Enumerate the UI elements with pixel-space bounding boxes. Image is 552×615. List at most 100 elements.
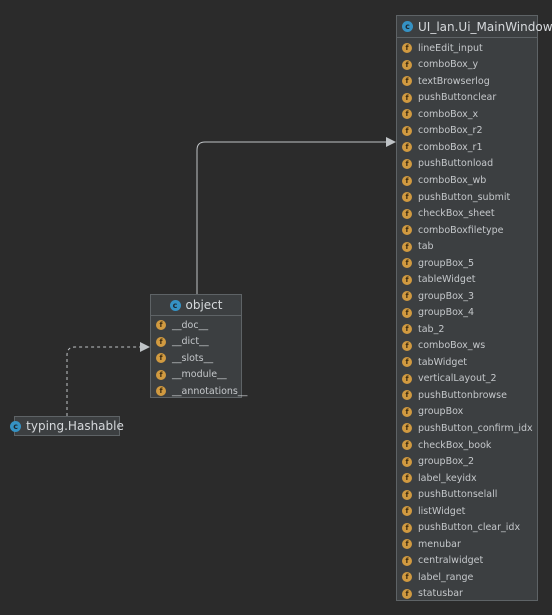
field-icon: f: [402, 373, 412, 384]
field-item[interactable]: f comboBox_r1: [397, 139, 537, 156]
field-item[interactable]: f tab_2: [397, 321, 537, 338]
field-icon: f: [402, 324, 412, 335]
field-label: __dict__: [172, 336, 209, 348]
field-label: __slots__: [172, 352, 214, 364]
field-label: comboBox_r2: [418, 125, 483, 137]
field-label: comboBox_r1: [418, 141, 483, 153]
field-icon: f: [156, 320, 166, 331]
field-item[interactable]: f __dict__: [151, 334, 241, 351]
field-icon: f: [402, 307, 412, 318]
field-item[interactable]: f lineEdit_input: [397, 40, 537, 57]
object-class-node[interactable]: c object f__doc__f__dict__f__slots__f__m…: [150, 294, 247, 400]
field-item[interactable]: f statusbar: [397, 586, 537, 603]
field-label: label_keyidx: [418, 472, 477, 484]
field-icon: f: [402, 192, 412, 203]
field-icon: f: [402, 539, 412, 550]
field-icon: f: [402, 142, 412, 153]
field-label: pushButtonselall: [418, 489, 498, 501]
field-icon: f: [402, 390, 412, 401]
field-label: checkBox_sheet: [418, 208, 495, 220]
field-item[interactable]: f__slots__: [151, 350, 241, 367]
field-label: pushButton_confirm_idx: [418, 422, 533, 434]
field-icon: f: [402, 258, 412, 269]
field-icon: f: [156, 336, 166, 347]
field-item[interactable]: f tabWidget: [397, 354, 537, 371]
field-label: __module__: [172, 369, 227, 381]
hashable-class-title: typing.Hashable: [26, 419, 124, 433]
field-label: tab: [418, 241, 434, 253]
field-item[interactable]: f __doc__: [151, 317, 241, 334]
hashable-class-node[interactable]: c typing.Hashable: [10, 416, 124, 436]
field-icon: f: [402, 522, 412, 533]
main-window-class-title: UI_lan.Ui_MainWindow: [418, 19, 552, 34]
field-label: __annotations__: [172, 385, 248, 397]
object-class-header: c object: [151, 295, 241, 316]
field-item[interactable]: f pushButton_clear_idx: [397, 519, 537, 536]
field-item[interactable]: f groupBox_3: [397, 288, 537, 305]
field-label: pushButtonload: [418, 158, 494, 170]
field-icon: f: [402, 225, 412, 236]
field-icon: f: [402, 440, 412, 451]
field-label: pushButtonclear: [418, 92, 497, 104]
field-label: lineEdit_input: [418, 42, 483, 54]
field-icon: f: [156, 386, 166, 397]
field-label: tabWidget: [418, 356, 468, 368]
field-label: statusbar: [418, 588, 463, 600]
field-icon: f: [402, 208, 412, 219]
field-label: menubar: [418, 538, 461, 550]
field-icon: f: [402, 506, 412, 517]
field-item[interactable]: f centralwidget: [397, 552, 537, 569]
class-icon: c: [402, 21, 413, 32]
field-item[interactable]: f menubar: [397, 536, 537, 553]
field-label: pushButton_clear_idx: [418, 522, 521, 534]
field-label: pushButton_submit: [418, 191, 511, 203]
field-label: tab_2: [418, 323, 445, 335]
field-item[interactable]: f label_keyidx: [397, 470, 537, 487]
field-item[interactable]: f pushButtonload: [397, 156, 537, 173]
field-label: groupBox_3: [418, 290, 475, 302]
field-icon: f: [402, 572, 412, 583]
field-icon: f: [402, 357, 412, 368]
hashable-class-header: c typing.Hashable: [10, 417, 124, 435]
field-icon: f: [402, 43, 412, 54]
field-icon: f: [402, 158, 412, 169]
field-item[interactable]: f __annotations__: [151, 383, 247, 400]
field-label: __doc__: [172, 319, 209, 331]
field-icon: f: [402, 473, 412, 484]
field-icon: f: [402, 291, 412, 302]
field-icon: f: [402, 175, 412, 186]
class-icon: c: [10, 420, 22, 432]
field-icon: f: [402, 555, 412, 566]
field-item[interactable]: f checkBox_sheet: [397, 205, 537, 222]
field-icon: f: [402, 456, 412, 467]
field-item[interactable]: f__module__: [151, 367, 241, 384]
main-window-class-header: c UI_lan.Ui_MainWindow: [397, 16, 552, 38]
field-label: comboBox_ws: [418, 340, 486, 352]
field-label: centralwidget: [418, 555, 484, 567]
field-icon: f: [402, 588, 412, 599]
field-label: comboBox_y: [418, 59, 479, 71]
field-item[interactable]: f pushButton_submit: [397, 189, 537, 206]
